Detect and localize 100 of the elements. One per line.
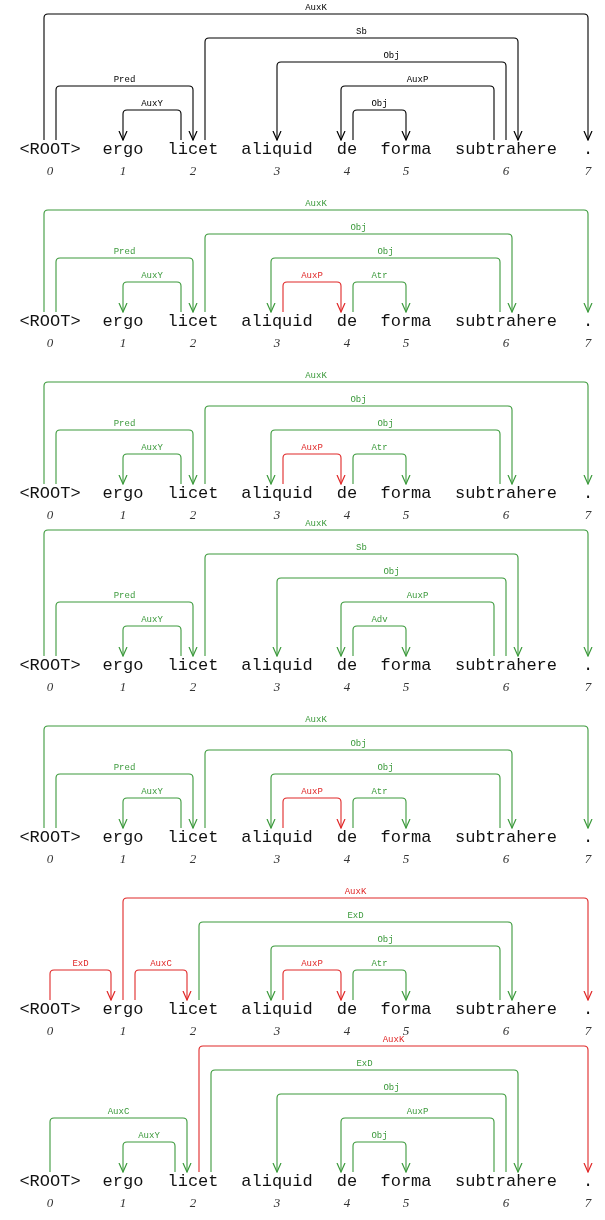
word: ergo xyxy=(102,312,144,332)
edge-label: AuxP xyxy=(299,787,325,797)
edge-label: AuxK xyxy=(380,1035,407,1045)
dependency-arc xyxy=(122,897,593,1001)
dependency-arc xyxy=(272,61,507,141)
word: forma xyxy=(380,656,432,676)
word: ergo xyxy=(102,656,144,676)
dependency-arc xyxy=(118,625,182,657)
word: subtrahere xyxy=(455,1172,557,1192)
token-index: 4 xyxy=(343,1195,351,1210)
token-index: 1 xyxy=(119,679,127,694)
token-index: 1 xyxy=(119,851,127,866)
word: licet xyxy=(167,1000,219,1020)
word: aliquid xyxy=(241,140,313,160)
word: <ROOT> xyxy=(19,1000,81,1020)
dependency-arc xyxy=(43,209,593,313)
edge-label: AuxK xyxy=(303,519,329,529)
token-index: 4 xyxy=(343,163,351,178)
dependency-arc xyxy=(55,85,198,141)
dependency-arc xyxy=(352,1141,411,1173)
token-index: 1 xyxy=(119,163,127,178)
edge-label: AuxK xyxy=(303,3,329,13)
word: <ROOT> xyxy=(19,140,81,160)
token-index: 6 xyxy=(502,1195,510,1210)
token-index: 7 xyxy=(584,679,592,694)
edge-label: AuxP xyxy=(299,959,325,969)
word: subtrahere xyxy=(455,484,557,504)
word: de xyxy=(336,484,358,504)
dependency-arc xyxy=(43,725,593,829)
edge-label: ExD xyxy=(354,1059,375,1069)
dependency-arc xyxy=(55,601,198,657)
dependency-arc xyxy=(352,797,411,829)
token-index: 6 xyxy=(502,679,510,694)
word: licet xyxy=(167,484,219,504)
word: de xyxy=(336,140,358,160)
token-index: 6 xyxy=(502,163,510,178)
word: forma xyxy=(380,828,432,848)
dependency-arc xyxy=(118,281,182,313)
token-index: 1 xyxy=(119,335,127,350)
word: . xyxy=(582,1172,594,1192)
edge-label: AuxP xyxy=(299,271,325,281)
dependency-arc xyxy=(198,921,517,1001)
token-index: 2 xyxy=(189,1195,197,1210)
dependency-arc xyxy=(336,85,495,141)
token-index: 2 xyxy=(189,335,197,350)
edge-label: AuxK xyxy=(303,715,329,725)
word: . xyxy=(582,484,594,504)
word: de xyxy=(336,1172,358,1192)
token-index: 7 xyxy=(584,507,592,522)
edge-label: Pred xyxy=(111,763,138,773)
word: aliquid xyxy=(241,1000,313,1020)
word: aliquid xyxy=(241,656,313,676)
dependency-arc xyxy=(282,797,346,829)
word: de xyxy=(336,1000,358,1020)
token-index: 1 xyxy=(119,507,127,522)
word: ergo xyxy=(102,1000,144,1020)
dependency-arc xyxy=(336,601,495,657)
token-index: 4 xyxy=(343,1023,351,1038)
token-index: 5 xyxy=(402,851,410,866)
word: licet xyxy=(167,656,219,676)
dependency-arc xyxy=(204,553,523,657)
token-index: 7 xyxy=(584,851,592,866)
edge-label: AuxY xyxy=(139,99,165,109)
token-index: 2 xyxy=(189,507,197,522)
token-index: 4 xyxy=(343,679,351,694)
token-index: 7 xyxy=(584,1195,592,1210)
token-index: 2 xyxy=(189,679,197,694)
dependency-arc xyxy=(266,429,501,485)
token-index: 0 xyxy=(46,507,54,522)
dependency-arc xyxy=(352,625,411,657)
token-index: 3 xyxy=(273,335,281,350)
word: forma xyxy=(380,140,432,160)
word: . xyxy=(582,656,594,676)
edge-label: AuxP xyxy=(404,75,431,85)
token-index: 3 xyxy=(273,851,281,866)
dependency-arc xyxy=(266,945,501,1001)
word: subtrahere xyxy=(455,656,557,676)
token-index: 4 xyxy=(343,507,351,522)
word: licet xyxy=(167,828,219,848)
word: forma xyxy=(380,1000,432,1020)
edge-label: Sb xyxy=(354,27,369,37)
word: aliquid xyxy=(241,1172,313,1192)
edge-label: Pred xyxy=(111,75,138,85)
dependency-arc xyxy=(272,1093,507,1173)
word: <ROOT> xyxy=(19,828,81,848)
edge-label: AuxY xyxy=(139,271,165,281)
dependency-arc xyxy=(266,257,501,313)
word: forma xyxy=(380,312,432,332)
word: ergo xyxy=(102,1172,144,1192)
token-index: 5 xyxy=(402,163,410,178)
word: forma xyxy=(380,1172,432,1192)
token-index: 2 xyxy=(189,163,197,178)
word: . xyxy=(582,140,594,160)
edge-label: ExD xyxy=(345,911,366,921)
edge-label: Atr xyxy=(369,959,390,969)
dependency-arc xyxy=(352,281,411,313)
edge-label: ExD xyxy=(70,959,91,969)
word: ergo xyxy=(102,484,144,504)
token-index: 7 xyxy=(584,163,592,178)
word: forma xyxy=(380,484,432,504)
